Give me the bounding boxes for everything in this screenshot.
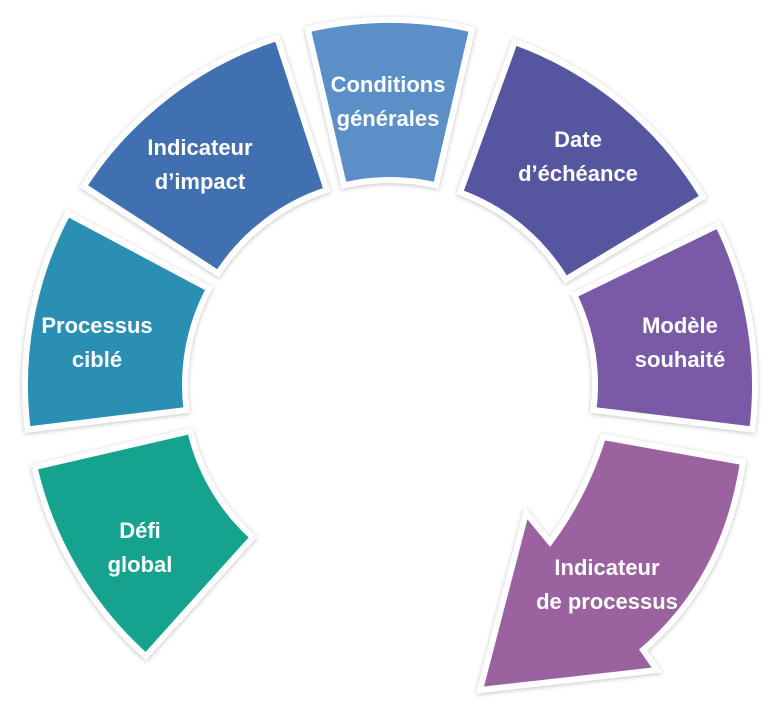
label-line: Conditions <box>331 72 446 97</box>
label-indicateur-impact: Indicateur d’impact <box>147 135 253 194</box>
label-conditions-generales: Conditions générales <box>331 72 446 131</box>
segment-indicateur-impact <box>79 34 331 278</box>
label-line: global <box>108 552 173 577</box>
segment-indicateur-processus <box>475 433 747 694</box>
segment-defi-global <box>30 427 258 661</box>
label-line: Indicateur <box>554 555 660 580</box>
label-indicateur-processus: Indicateur de processus <box>536 555 678 614</box>
label-line: Indicateur <box>147 135 253 160</box>
label-line: Défi <box>119 518 161 543</box>
label-line: Date <box>554 127 602 152</box>
label-processus-cible: Processus ciblé <box>41 313 152 372</box>
segment-processus-cible <box>21 209 214 433</box>
label-modele-souhaite: Modèle souhaité <box>635 313 725 372</box>
segment-conditions-generales <box>304 17 476 189</box>
label-line: souhaité <box>635 347 725 372</box>
label-date-echeance: Date d’échéance <box>518 127 638 186</box>
label-defi-global: Défi global <box>108 518 173 577</box>
label-line: d’impact <box>155 169 246 194</box>
label-line: Processus <box>41 313 152 338</box>
label-line: Modèle <box>642 313 718 338</box>
label-line: générales <box>337 106 440 131</box>
label-line: de processus <box>536 589 678 614</box>
segment-date-echeance <box>456 38 708 284</box>
label-line: d’échéance <box>518 161 638 186</box>
segment-modele-souhaite <box>570 220 759 433</box>
label-line: ciblé <box>72 347 122 372</box>
